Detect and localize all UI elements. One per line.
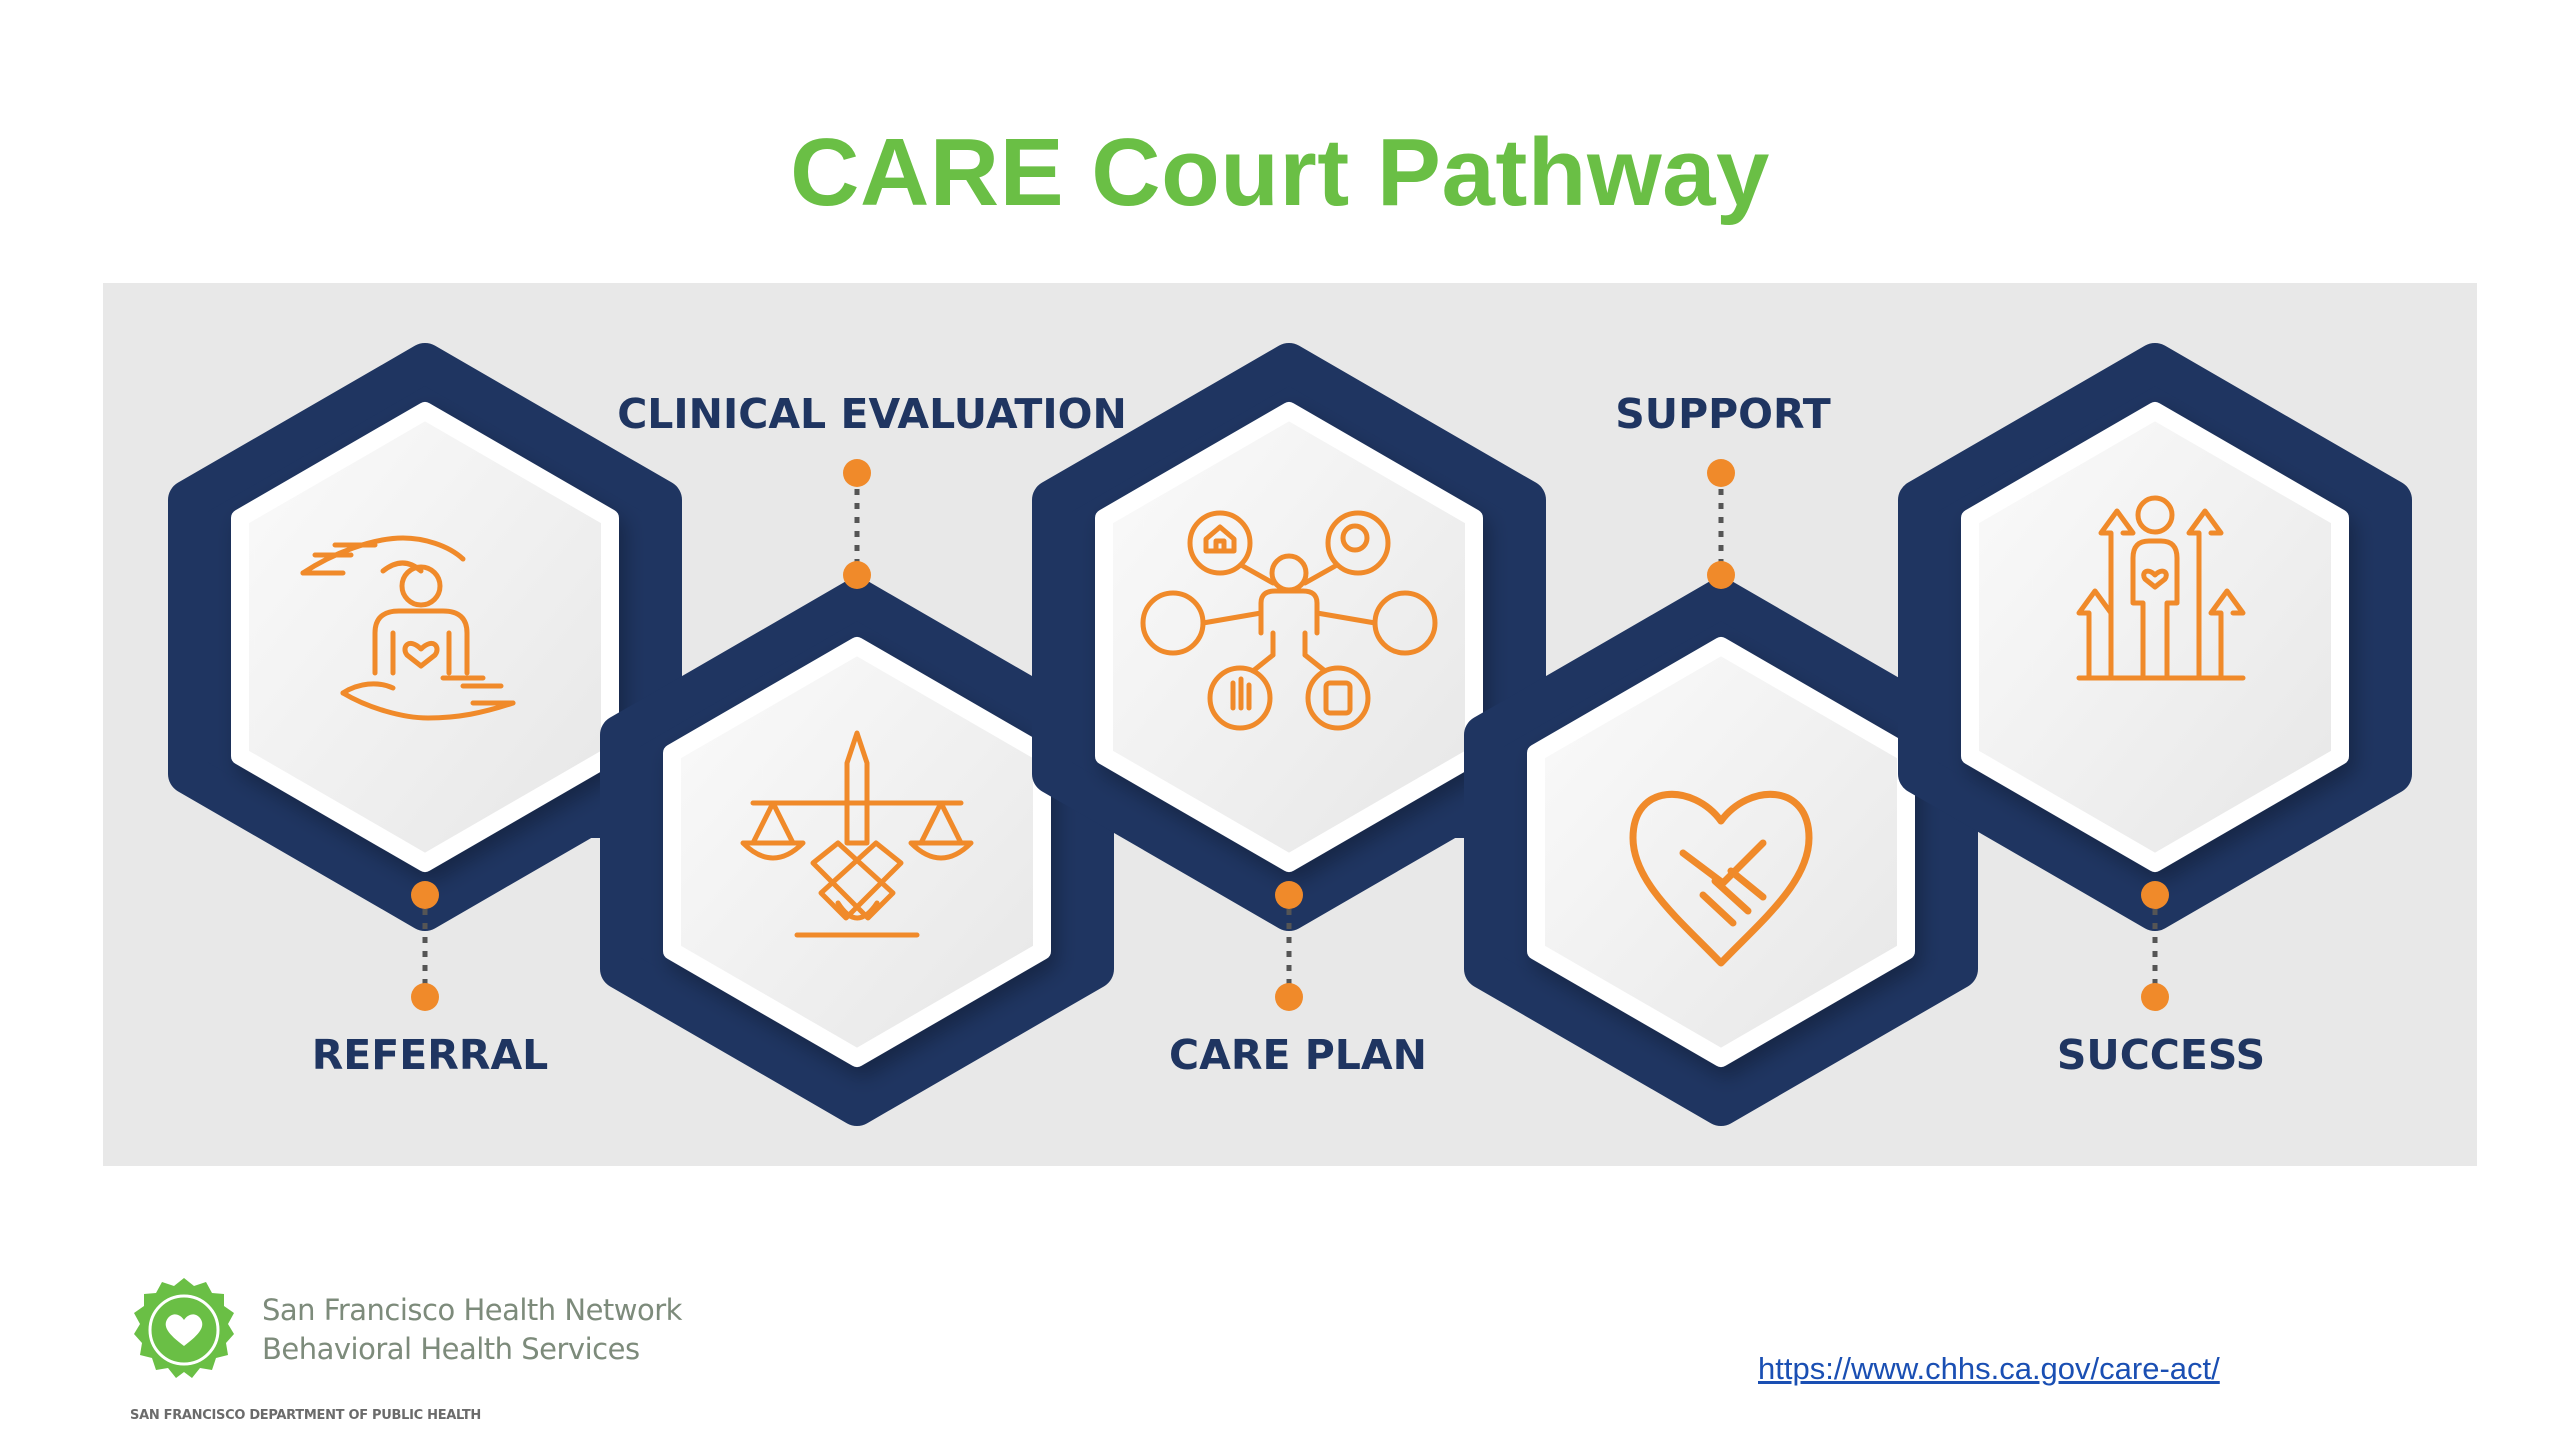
step-label-support: SUPPORT — [1615, 390, 1831, 438]
step-label-care-plan: CARE PLAN — [1169, 1031, 1427, 1079]
step-label-clinical-evaluation: CLINICAL EVALUATION — [617, 390, 1127, 438]
step-hex-referral — [168, 343, 682, 931]
org-name-line1: San Francisco Health Network — [262, 1293, 682, 1327]
org-name-line2: Behavioral Health Services — [262, 1332, 640, 1366]
step-hex-care-plan — [1032, 343, 1546, 931]
pathway-diagram: REFERRAL CLINICAL EVALUATION CARE PLAN S… — [103, 283, 2477, 1166]
step-hex-success — [1898, 343, 2412, 931]
step-label-success: SUCCESS — [2057, 1031, 2265, 1079]
person-growth-arrows-icon — [2076, 495, 2246, 681]
scales-handshake-icon — [740, 730, 974, 938]
protective-hands-icon — [300, 535, 516, 721]
step-label-referral: REFERRAL — [312, 1031, 549, 1079]
heart-handshake-icon — [1629, 790, 1813, 967]
department-name: SAN FRANCISCO DEPARTMENT OF PUBLIC HEALT… — [130, 1408, 482, 1423]
step-hex-support — [1464, 578, 1978, 1126]
step-hex-clinical-evaluation — [600, 578, 1114, 1126]
care-network-icon — [1140, 510, 1438, 731]
care-act-link[interactable]: https://www.chhs.ca.gov/care-act/ — [1758, 1351, 2220, 1386]
heart-seal-icon — [128, 1276, 240, 1388]
page-title: CARE Court Pathway — [790, 119, 1770, 226]
connectors — [422, 475, 2158, 995]
